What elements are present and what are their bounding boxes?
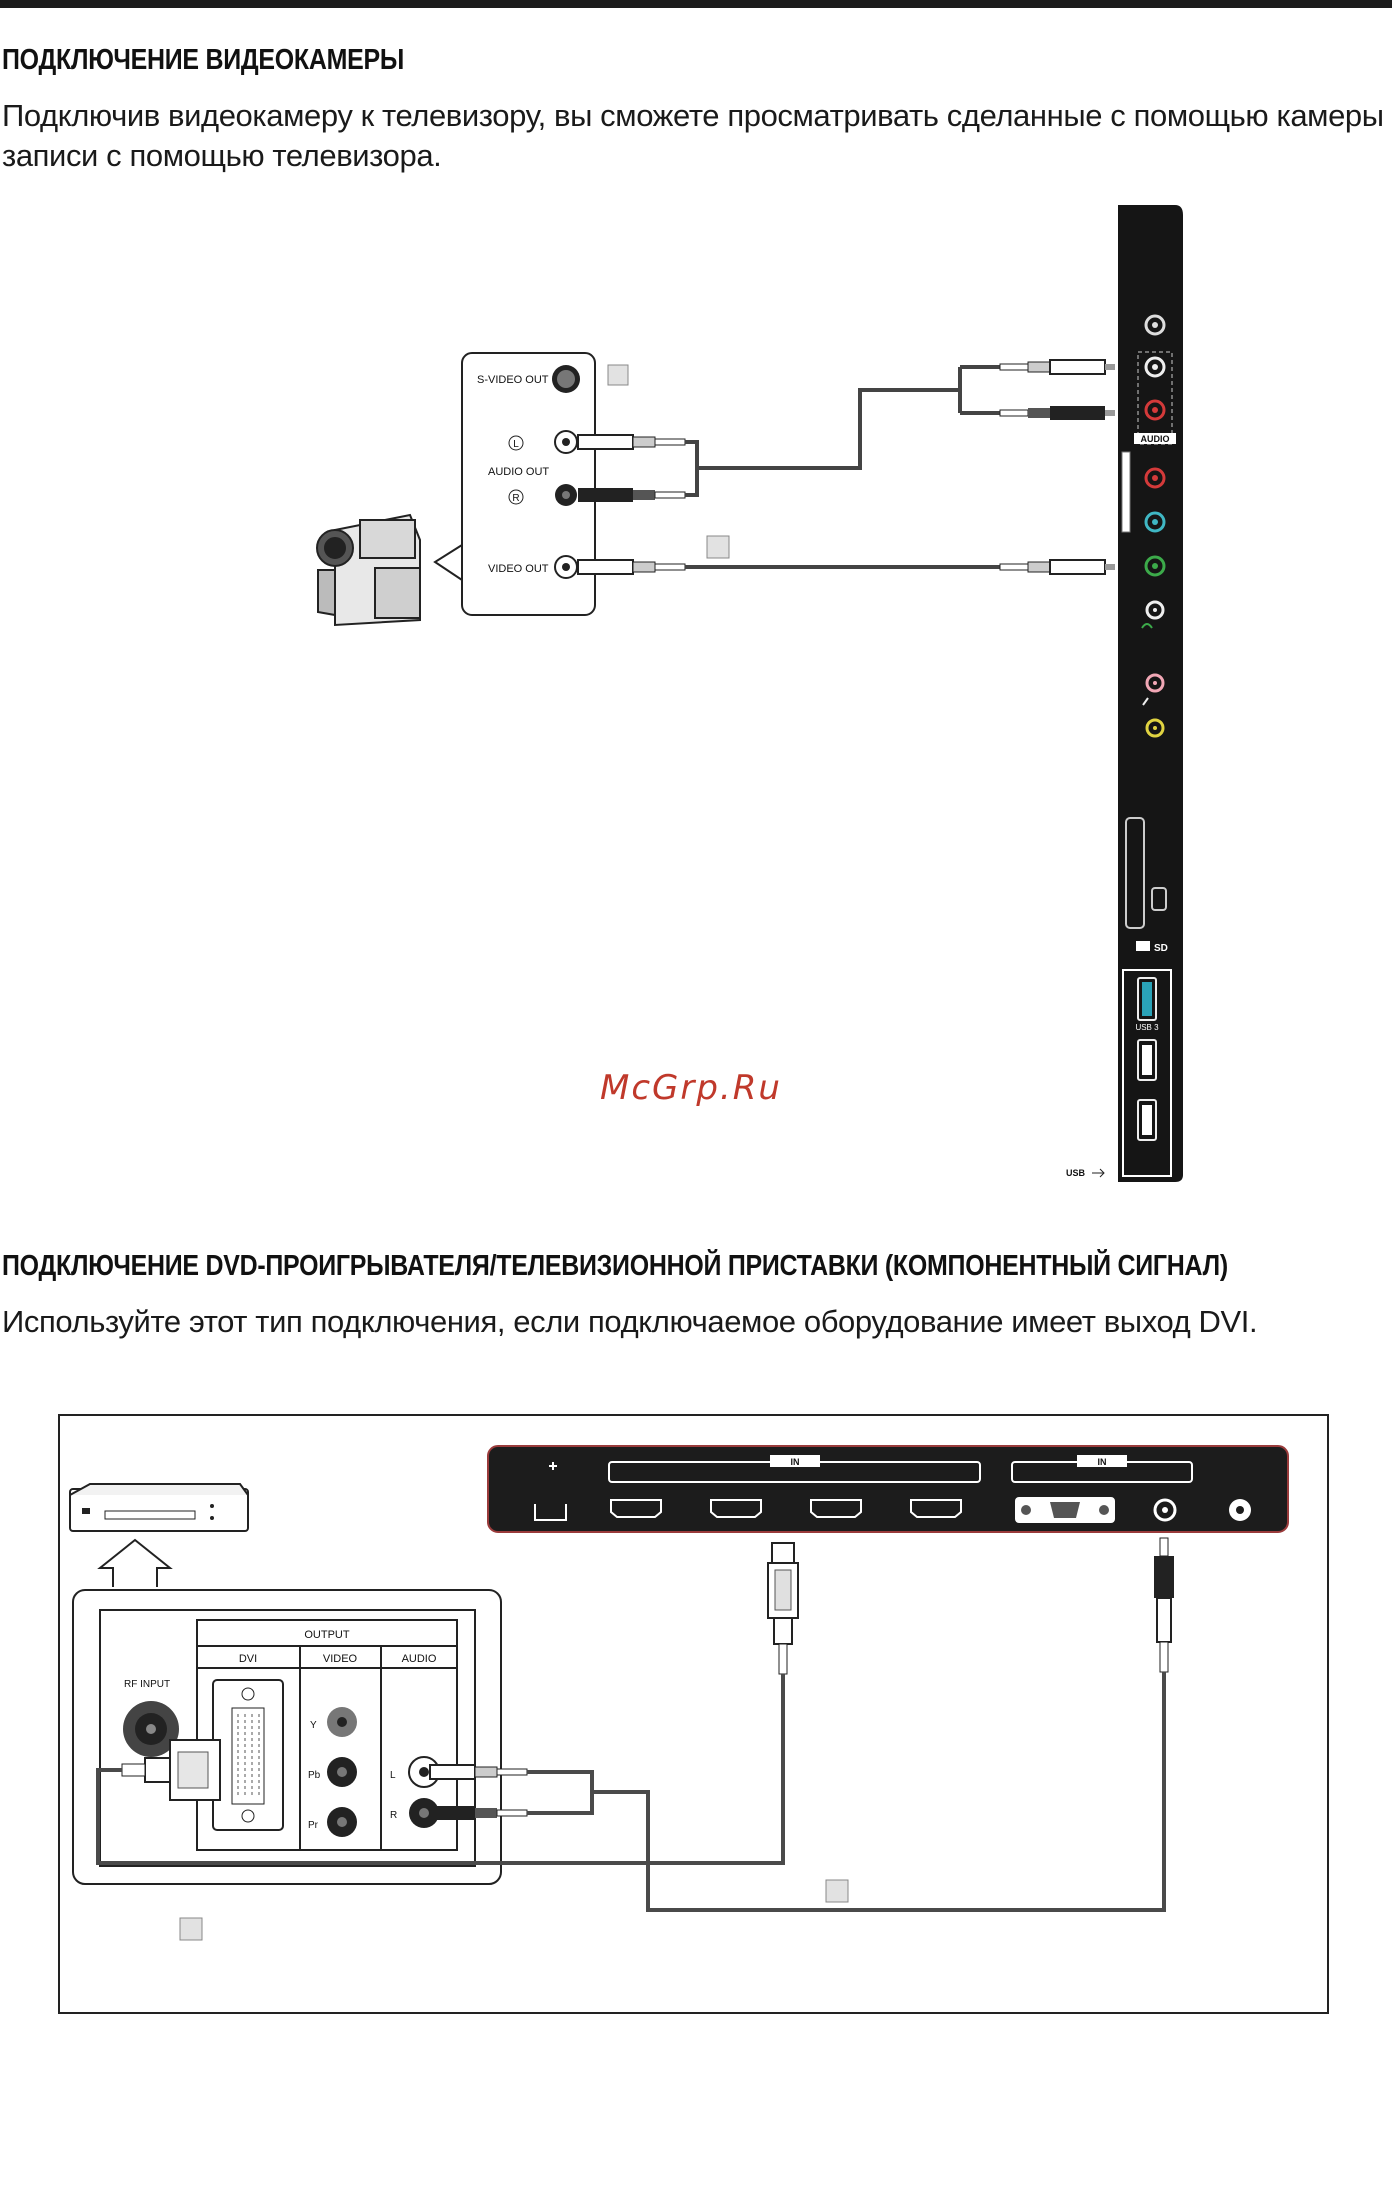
vga-port [1015,1497,1115,1523]
audio-l-label: L [390,1770,396,1781]
audio-l-jack-tv [1144,356,1166,378]
y-jack-tv [1144,555,1166,577]
rca-plug-tv-audio-r [999,406,1115,420]
audio-mini-plug [1154,1537,1174,1673]
dvi-label: DVI [239,1653,257,1665]
tv-back-panel: IN IN [487,1445,1289,1533]
hdmi-port-4 [910,1499,962,1518]
usb3-label: USB 3 [1135,1023,1159,1032]
pc-audio-jack [1153,1498,1177,1522]
svideo-jack-icon [552,365,580,393]
usb-port-1 [1137,1039,1157,1081]
pb-jack-tv [1144,511,1166,533]
hdmi-plug [767,1542,799,1675]
hdmi-port-2 [710,1499,762,1518]
hdmi-port-3 [810,1499,862,1518]
svideo-out-label: S-VIDEO OUT [477,374,549,386]
rca-plug-video [577,559,686,575]
y-label: Y [310,1720,317,1731]
rca-plug-tv-audio-l [999,359,1115,375]
rca-plug-r [430,1806,528,1820]
output-label: OUTPUT [304,1629,350,1641]
lan-port [534,1504,567,1521]
audio-r-jack-tv [1144,399,1166,421]
rca-plug-tv-video [999,559,1115,575]
jack-top [1144,314,1166,336]
pr-jack-tv [1144,467,1166,489]
rca-plug-audio-left [577,434,686,450]
hdmi-port-1 [610,1499,662,1518]
tv-side-panel: AUDIO SD [1118,205,1183,1182]
pr-jack [327,1807,357,1837]
audio-cable [685,365,1000,497]
antenna-jack [1229,1499,1251,1521]
vga-in-label: IN [1098,1457,1107,1467]
audio-label: AUDIO [402,1653,437,1665]
video-out-jack [554,555,578,579]
mic-icon [1142,697,1149,706]
section1-text: Подключив видеокамеру к телевизору, вы с… [2,98,1384,173]
callout-marker [706,535,730,559]
y-jack [327,1707,357,1737]
callout-marker [179,1917,203,1941]
video-label: VIDEO [323,1653,358,1665]
av-jack-tv [1145,718,1165,738]
section2-text: Используйте этот тип подключения, если п… [2,1304,1258,1339]
audio-left-jack [554,430,578,454]
top-rule [0,0,1392,8]
audio-left-mark: L [513,439,519,450]
dvi-port [212,1679,284,1831]
camcorder-output-panel: S-VIDEO OUT L AUDIO OUT R VIDEO OUT [461,352,629,616]
lan-icon [549,1462,557,1470]
hdmi-dvi-cable [96,1674,785,1865]
audio-r-label: R [390,1810,397,1821]
callout-marker [825,1879,849,1903]
sd-label: SD [1154,943,1168,954]
usb3-port [1137,977,1157,1021]
usb-group [1122,969,1172,1177]
rca-plug-audio-right [578,488,686,502]
sd-card-icon [1151,887,1167,911]
section1-heading: ПОДКЛЮЧЕНИЕ ВИДЕОКАМЕРЫ [2,44,405,76]
sd-slot [1125,817,1145,929]
audio-out-label: AUDIO OUT [488,466,549,478]
camcorder-diagram: S-VIDEO OUT L AUDIO OUT R VIDEO OUT [316,205,1183,1182]
watermark: McGrp.Ru [600,1068,782,1108]
hdmi-in-label: IN [791,1457,800,1467]
audio-right-mark: R [512,493,519,504]
video-out-label: VIDEO OUT [488,563,549,575]
rf-input-jack [123,1701,179,1757]
headphone-icon [1141,623,1153,629]
pb-jack [327,1757,357,1787]
section2-heading: ПОДКЛЮЧЕНИЕ DVD-ПРОИГРЫВАТЕЛЯ/ТЕЛЕВИЗИОН… [2,1250,1228,1282]
usb-label: USB [1066,1168,1086,1178]
pr-label: Pr [308,1820,319,1831]
sd-arrow-icon [1136,941,1150,951]
pb-label: Pb [308,1770,321,1781]
usb-port-2 [1137,1099,1157,1141]
camcorder-icon [316,513,421,627]
rf-input-label: RF INPUT [124,1679,170,1690]
dvi-plug [121,1739,221,1801]
usb-symbol-icon [1092,1168,1105,1178]
diagram-frame [58,1414,1329,2014]
rca-plug-l [429,1764,528,1780]
dvd-player-icon [69,1483,249,1532]
tv-audio-label: AUDIO [1141,434,1170,444]
dvd-output-panel: OUTPUT DVI VIDEO AUDIO RF INPUT Y Pb Pr … [72,1589,502,1885]
arrow-to-dvd [97,1538,173,1587]
mic-jack-tv [1145,673,1165,693]
audio-r-jack [409,1798,439,1828]
headphone-jack-tv [1145,600,1165,620]
callout-marker [607,364,629,386]
audio-right-jack [555,484,577,506]
arrow-to-camcorder [433,543,463,582]
audio-cable-2 [527,1672,1166,1912]
dvd-diagram: IN IN [58,1414,1329,2014]
